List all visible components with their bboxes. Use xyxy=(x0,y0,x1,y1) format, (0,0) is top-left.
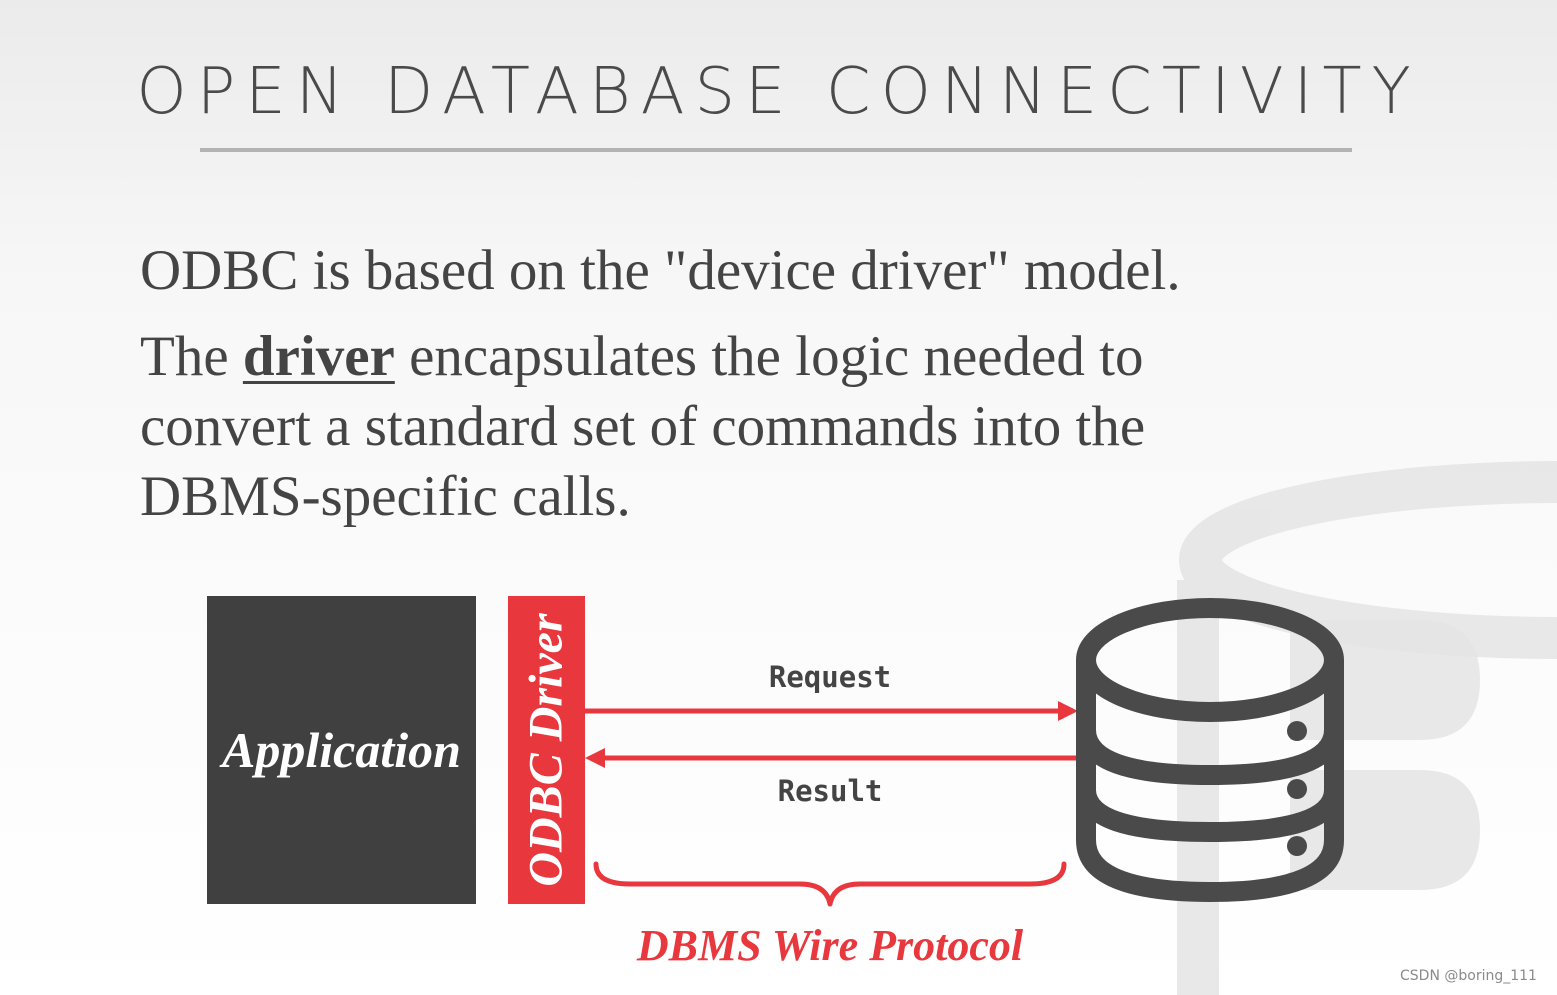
title-divider xyxy=(200,148,1352,152)
paragraph-driver-line-2: convert a standard set of commands into … xyxy=(140,395,1146,458)
credit-watermark: CSDN @boring_111 xyxy=(1400,968,1537,984)
wire-protocol-brace xyxy=(593,861,1067,907)
paragraph-driver-line-3: DBMS-specific calls. xyxy=(140,465,631,528)
paragraph-line1-rest: encapsulates the logic needed to xyxy=(394,325,1144,388)
request-label: Request xyxy=(768,660,892,694)
result-arrow xyxy=(585,748,1078,768)
result-label: Result xyxy=(777,774,883,808)
slide-title: OPEN DATABASE CONNECTIVITY xyxy=(136,55,1421,129)
paragraph-lead: The xyxy=(140,325,243,388)
database-status-dots xyxy=(1287,721,1307,856)
request-arrow xyxy=(585,701,1078,721)
wire-protocol-label: DBMS Wire Protocol xyxy=(636,921,1024,970)
paragraph-driver-line-1: The driver encapsulates the logic needed… xyxy=(140,322,1143,392)
application-box: Application xyxy=(207,596,476,904)
odbc-driver-box: ODBC Driver xyxy=(508,596,585,904)
application-label: Application xyxy=(222,722,461,778)
database-icon xyxy=(1076,598,1344,903)
paragraph-device-driver-model: ODBC is based on the "device driver" mod… xyxy=(140,239,1181,302)
driver-emphasis: driver xyxy=(242,325,395,388)
